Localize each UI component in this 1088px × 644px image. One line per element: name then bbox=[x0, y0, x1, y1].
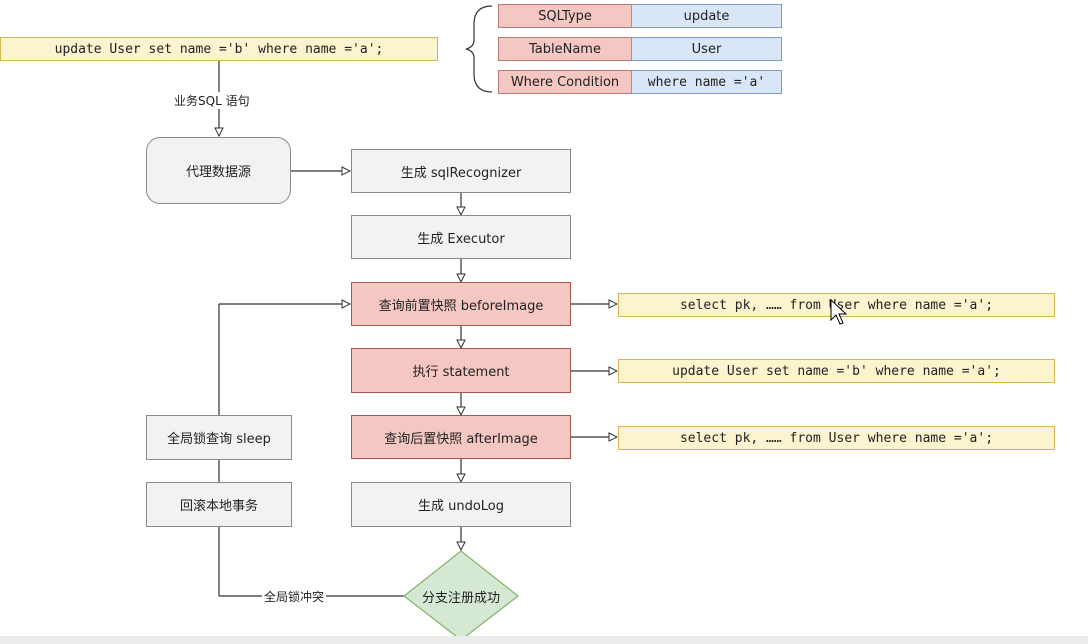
before-image-label: 查询前置快照 beforeImage bbox=[378, 298, 544, 314]
bottom-bar bbox=[0, 636, 1088, 644]
edge-label-lock-conflict: 全局锁冲突 bbox=[262, 588, 327, 605]
table-key-tablename: TableName bbox=[498, 37, 632, 61]
table-key-sqltype: SQLType bbox=[498, 4, 632, 28]
global-lock-query-node: 全局锁查询 sleep bbox=[146, 415, 292, 460]
table-value-where: where name ='a' bbox=[631, 70, 782, 94]
after-image-sql-text: select pk, …… from User where name ='a'; bbox=[679, 430, 994, 446]
gen-undolog-node: 生成 undoLog bbox=[351, 482, 571, 527]
edge-label-business-sql: 业务SQL 语句 bbox=[172, 92, 252, 109]
after-image-node: 查询后置快照 afterImage bbox=[351, 415, 571, 459]
proxy-datasource-node: 代理数据源 bbox=[146, 137, 291, 204]
global-lock-query-label: 全局锁查询 sleep bbox=[167, 432, 271, 447]
gen-executor-label: 生成 Executor bbox=[417, 231, 505, 247]
business-sql-box: update User set name ='b' where name ='a… bbox=[0, 37, 438, 61]
gen-sqlrecognizer-node: 生成 sqlRecognizer bbox=[351, 149, 571, 193]
business-sql-text: update User set name ='b' where name ='a… bbox=[54, 41, 384, 57]
gen-undolog-label: 生成 undoLog bbox=[417, 499, 505, 514]
rollback-local-label: 回滚本地事务 bbox=[179, 499, 258, 514]
before-image-node: 查询前置快照 beforeImage bbox=[351, 282, 571, 326]
exec-statement-label: 执行 statement bbox=[412, 365, 510, 380]
exec-statement-node: 执行 statement bbox=[351, 348, 571, 393]
branch-register-label: 分支注册成功 bbox=[421, 590, 500, 606]
gen-executor-node: 生成 Executor bbox=[351, 215, 571, 259]
rollback-local-node: 回滚本地事务 bbox=[146, 482, 292, 527]
after-image-sql-box: select pk, …… from User where name ='a'; bbox=[618, 426, 1055, 450]
after-image-label: 查询后置快照 afterImage bbox=[384, 431, 538, 447]
table-key-where: Where Condition bbox=[498, 70, 632, 94]
gen-sqlrecognizer-label: 生成 sqlRecognizer bbox=[400, 165, 522, 181]
exec-statement-sql-text: update User set name ='b' where name ='a… bbox=[672, 363, 1001, 379]
proxy-datasource-label: 代理数据源 bbox=[185, 165, 251, 180]
table-value-sqltype: update bbox=[631, 4, 782, 28]
table-value-tablename: User bbox=[631, 37, 782, 61]
exec-statement-sql-box: update User set name ='b' where name ='a… bbox=[618, 359, 1055, 383]
